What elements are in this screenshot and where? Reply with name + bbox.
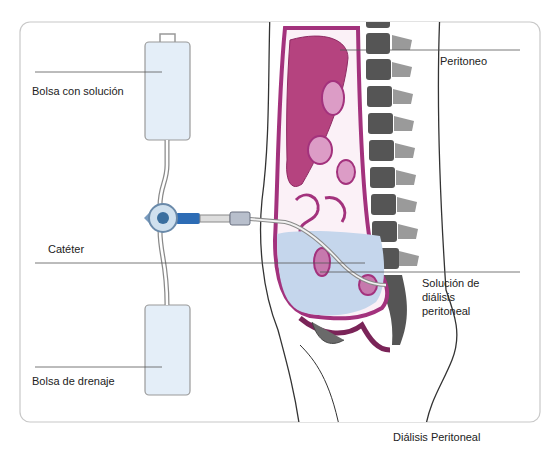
pelvic-floor — [300, 318, 390, 350]
spine-process — [395, 143, 415, 158]
vertebra — [366, 22, 390, 28]
catheter-adapter — [230, 212, 250, 225]
spine-process — [394, 116, 414, 131]
frame — [20, 22, 540, 422]
tubing — [160, 140, 386, 305]
vertebra — [368, 113, 393, 134]
spine-process — [392, 62, 412, 77]
spine-process — [392, 35, 412, 50]
peritoneum — [275, 28, 387, 318]
leader-lines — [35, 50, 520, 367]
organ — [308, 136, 332, 164]
solution-bag — [145, 42, 190, 140]
tube — [200, 215, 230, 222]
dialysis-fluid — [277, 231, 384, 315]
spine-process — [396, 170, 416, 185]
thigh-line — [300, 345, 340, 422]
part-label: Catéter — [48, 242, 128, 256]
intestine — [296, 195, 345, 232]
part-label: Bolsa de drenaje — [32, 374, 152, 388]
figure-caption: Diálisis Peritoneal — [393, 430, 543, 444]
y-connector-core — [157, 212, 169, 224]
spine-process — [399, 251, 419, 266]
leader-line — [320, 272, 520, 273]
vertebra — [366, 59, 391, 80]
vertebra — [367, 86, 392, 107]
vertebra — [369, 140, 394, 161]
vertebra — [370, 167, 395, 188]
tube-connector — [176, 213, 200, 224]
y-connector — [149, 204, 177, 232]
tube — [160, 140, 167, 206]
leader-line — [35, 263, 365, 264]
organ — [322, 81, 344, 115]
part-label: Solución de diálisis peritoneal — [422, 276, 498, 318]
catheter-tube — [250, 219, 386, 285]
catheter-tube — [250, 219, 386, 285]
part-label: Peritoneo — [440, 54, 530, 68]
leader-line — [35, 367, 162, 368]
tube — [160, 230, 167, 305]
organ — [337, 160, 355, 184]
pelvic-bone — [312, 322, 344, 343]
spine-process — [393, 89, 413, 104]
vertebra — [366, 33, 390, 54]
tube — [160, 140, 167, 206]
vertebra — [371, 194, 396, 215]
part-label: Bolsa con solución — [32, 84, 152, 98]
spine-process — [397, 197, 417, 212]
leader-line — [340, 50, 520, 51]
spine-process — [398, 224, 418, 239]
leader-line — [35, 72, 162, 73]
bag-hanger — [160, 34, 175, 42]
drainage-bag — [145, 305, 190, 395]
tube — [160, 230, 167, 305]
